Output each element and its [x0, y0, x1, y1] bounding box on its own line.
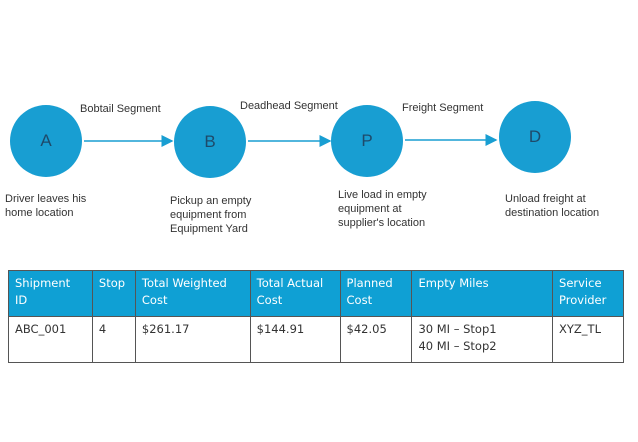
- cell-total-actual-cost: $144.91: [249, 316, 341, 363]
- header-empty-miles: Empty Miles: [411, 270, 554, 317]
- table-row: ABC_001 4 $261.17 $144.91 $42.05 30 MI –…: [8, 316, 624, 363]
- node-b-description: Pickup an empty equipment from Equipment…: [170, 195, 252, 235]
- segment-arrows: [84, 134, 498, 147]
- header-shipment-id: Shipment ID: [8, 270, 93, 317]
- shipment-table: Shipment ID Stop Total Weighted Cost Tot…: [8, 270, 624, 363]
- header-total-weighted-cost: Total Weighted Cost: [134, 270, 251, 317]
- segment-label-freight: Freight Segment: [402, 102, 484, 114]
- node-d-description: Unload freight at destination location: [505, 193, 600, 219]
- cell-empty-miles: 30 MI – Stop1 40 MI – Stop2: [411, 316, 554, 363]
- cell-shipment-id: ABC_001: [8, 316, 93, 363]
- cell-total-weighted-cost: $261.17: [134, 316, 251, 363]
- header-planned-cost: Planned Cost: [339, 270, 413, 317]
- cell-service-provider: XYZ_TL: [552, 316, 624, 363]
- header-total-actual-cost: Total Actual Cost: [249, 270, 341, 317]
- node-d: D: [499, 101, 571, 173]
- node-p: P: [331, 105, 403, 177]
- node-b: B: [174, 106, 246, 178]
- cell-stop: 4: [91, 316, 136, 363]
- node-p-description: Live load in empty equipment at supplier…: [338, 189, 427, 229]
- cell-planned-cost: $42.05: [339, 316, 413, 363]
- node-a: A: [10, 105, 82, 177]
- segment-label-deadhead: Deadhead Segment: [240, 100, 338, 112]
- header-stop: Stop: [91, 270, 136, 317]
- node-a-description: Driver leaves his home location: [5, 193, 87, 219]
- table-header-row: Shipment ID Stop Total Weighted Cost Tot…: [8, 270, 624, 317]
- segment-label-bobtail: Bobtail Segment: [80, 103, 161, 115]
- header-service-provider: Service Provider: [552, 270, 624, 317]
